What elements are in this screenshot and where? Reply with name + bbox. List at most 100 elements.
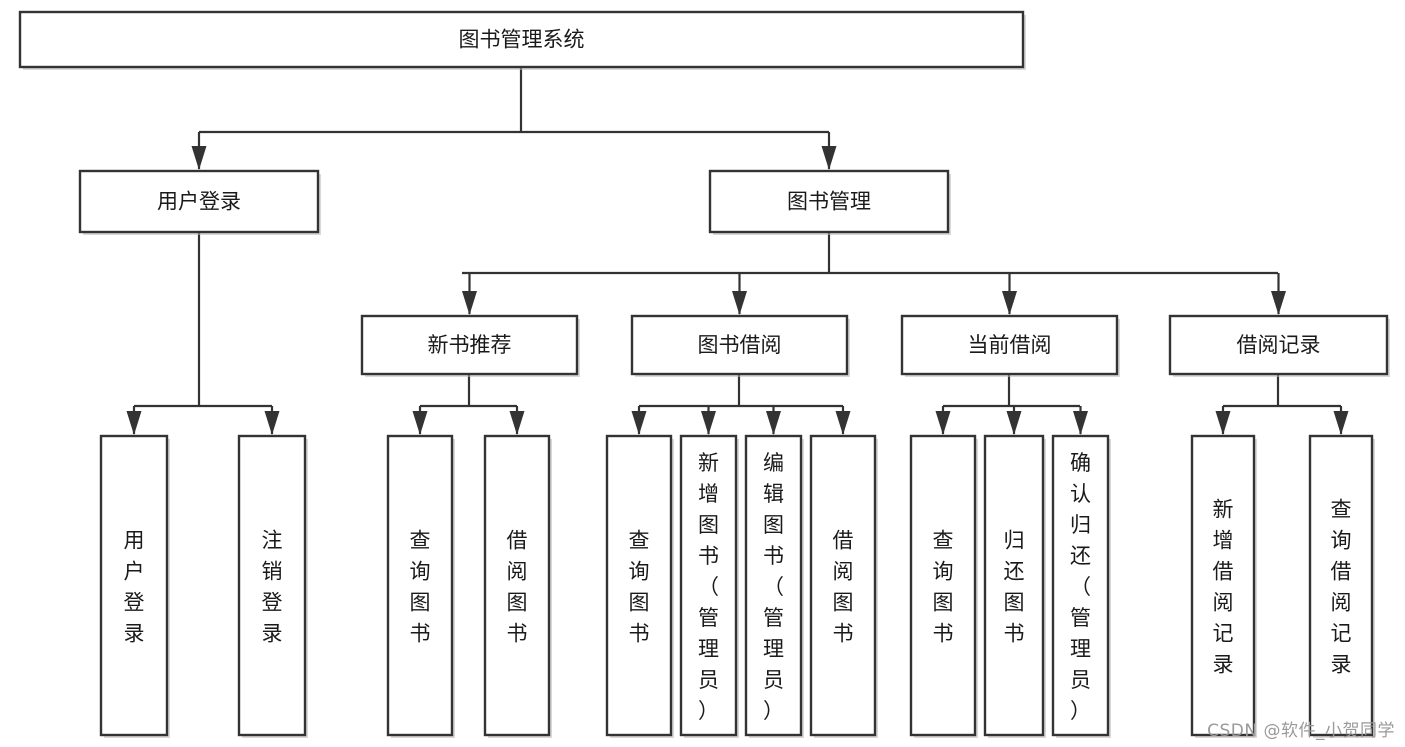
node-leaf-add-book[interactable]: 新增图书（管理员） (679, 434, 739, 738)
node-label: 借阅图书 (507, 529, 528, 646)
node-label: 图书管理 (787, 190, 871, 214)
connector-new-book-rec-to-leaf-borrow-book-a (509, 406, 525, 435)
connector-current-borrow-to-leaf-confirm-return (1073, 406, 1088, 435)
node-leaf-borrow-book-a[interactable]: 借阅图书 (483, 434, 552, 738)
node-leaf-query-book-b[interactable]: 查询图书 (605, 434, 674, 738)
node-label: 借阅图书 (833, 529, 854, 646)
node-label: 查询图书 (410, 529, 431, 646)
node-leaf-edit-book[interactable]: 编辑图书（管理员） (744, 434, 804, 738)
node-box (1051, 434, 1110, 737)
node-layer: 图书管理系统用户登录图书管理新书推荐图书借阅当前借阅借阅记录用户登录注销登录查询… (18, 10, 1390, 738)
node-box (99, 434, 169, 737)
node-leaf-confirm-return[interactable]: 确认归还（管理员） (1051, 434, 1111, 738)
node-user-login[interactable]: 用户登录 (78, 169, 321, 235)
node-box (983, 434, 1045, 737)
node-label: 图书借阅 (698, 333, 782, 357)
node-label: 查询图书 (933, 529, 954, 646)
node-box (708, 169, 950, 234)
arrow-head-icon (732, 291, 747, 315)
node-box (630, 314, 849, 376)
arrow-head-icon (264, 411, 280, 435)
connector-user-login-to-leaf-user-login (126, 406, 142, 435)
arrow-head-icon (1215, 411, 1231, 435)
node-leaf-query-record[interactable]: 查询借阅记录 (1308, 434, 1375, 738)
arrow-head-icon (462, 291, 477, 315)
node-box (1168, 314, 1389, 376)
connector-layer (126, 67, 1349, 435)
node-label: 确认归还（管理员） (1070, 451, 1091, 723)
node-label: 用户登录 (157, 190, 241, 214)
node-label: 当前借阅 (968, 333, 1052, 357)
arrow-head-icon (1271, 291, 1286, 315)
connector-book-manage-to-current-borrow (1002, 273, 1017, 315)
node-box (909, 434, 977, 737)
connector-current-borrow-to-leaf-query-book-c (935, 406, 951, 435)
arrow-head-icon (935, 411, 951, 435)
connector-root-to-book-manage (821, 132, 837, 170)
arrow-head-icon (1073, 411, 1088, 435)
connector-book-manage-to-book-borrow (732, 273, 747, 315)
node-label: 新增图书（管理员） (698, 451, 719, 723)
connector-book-manage-to-borrow-record (1271, 273, 1286, 315)
connector-current-borrow-to-leaf-return-book (1006, 406, 1022, 435)
node-box (605, 434, 673, 737)
node-label: 查询借阅记录 (1331, 498, 1352, 677)
connector-borrow-record-to-leaf-add-record (1215, 406, 1231, 435)
node-box (237, 434, 307, 737)
node-leaf-query-book-a[interactable]: 查询图书 (386, 434, 455, 738)
node-box (78, 169, 320, 234)
node-root[interactable]: 图书管理系统 (18, 10, 1026, 70)
arrow-head-icon (509, 411, 525, 435)
node-label: 新书推荐 (428, 333, 512, 357)
arrow-head-icon (1002, 291, 1017, 315)
node-current-borrow[interactable]: 当前借阅 (900, 314, 1120, 377)
node-box (679, 434, 738, 737)
node-leaf-borrow-book-b[interactable]: 借阅图书 (809, 434, 878, 738)
node-label: 图书管理系统 (459, 28, 585, 52)
node-leaf-return-book[interactable]: 归还图书 (983, 434, 1046, 738)
node-box (744, 434, 803, 737)
connector-root-to-user-login (191, 132, 207, 170)
arrow-head-icon (412, 411, 428, 435)
connector-book-manage-to-new-book-rec (462, 273, 477, 315)
node-book-borrow[interactable]: 图书借阅 (630, 314, 850, 377)
connector-book-borrow-to-leaf-add-book (701, 406, 716, 435)
node-book-manage[interactable]: 图书管理 (708, 169, 951, 235)
node-box (18, 10, 1025, 69)
node-leaf-user-login[interactable]: 用户登录 (99, 434, 170, 738)
connector-book-borrow-to-leaf-query-book-b (631, 406, 647, 435)
node-box (1308, 434, 1374, 737)
node-leaf-query-book-c[interactable]: 查询图书 (909, 434, 978, 738)
arrow-head-icon (821, 146, 837, 170)
arrow-head-icon (701, 411, 716, 435)
node-label: 注销登录 (262, 529, 283, 646)
arrow-head-icon (631, 411, 647, 435)
node-label: 用户登录 (124, 529, 145, 646)
arrow-head-icon (126, 411, 142, 435)
arrow-head-icon (191, 146, 207, 170)
connector-new-book-rec-to-leaf-query-book-a (412, 406, 428, 435)
connector-book-borrow-to-leaf-edit-book (766, 406, 781, 435)
node-new-book-rec[interactable]: 新书推荐 (360, 314, 580, 377)
node-label: 借阅记录 (1237, 333, 1321, 357)
node-label: 归还图书 (1004, 529, 1025, 646)
node-borrow-record[interactable]: 借阅记录 (1168, 314, 1390, 377)
connector-book-borrow-to-leaf-borrow-book-b (835, 406, 851, 435)
arrow-head-icon (1333, 411, 1349, 435)
connector-user-login-to-leaf-logout (264, 406, 280, 435)
node-label: 查询图书 (629, 529, 650, 646)
connector-borrow-record-to-leaf-query-record (1333, 406, 1349, 435)
node-leaf-add-record[interactable]: 新增借阅记录 (1190, 434, 1257, 738)
arrow-head-icon (766, 411, 781, 435)
arrow-head-icon (835, 411, 851, 435)
arrow-head-icon (1006, 411, 1022, 435)
node-box (360, 314, 579, 376)
node-label: 编辑图书（管理员） (763, 451, 784, 723)
node-box (900, 314, 1119, 376)
node-box (1190, 434, 1256, 737)
node-box (809, 434, 877, 737)
node-box (483, 434, 551, 737)
node-leaf-logout[interactable]: 注销登录 (237, 434, 308, 738)
